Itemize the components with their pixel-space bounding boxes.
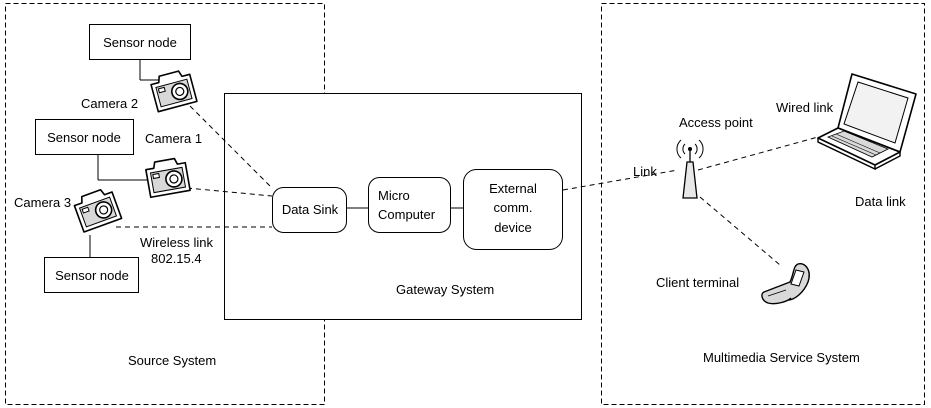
micro-computer-label: Micro (378, 188, 410, 203)
wireless-standard-label: 802.15.4 (151, 251, 202, 266)
wired-link-label: Wired link (776, 100, 834, 115)
camera-icon (144, 156, 191, 199)
camera-3-label: Camera 3 (14, 195, 71, 210)
camera-icon (148, 67, 198, 113)
ap-to-phone-link (699, 196, 781, 266)
sensor-node-label: Sensor node (103, 35, 177, 50)
external-device-label: comm. (494, 200, 533, 215)
sensor-node-box-2 (89, 24, 191, 60)
dashed-links (116, 105, 819, 266)
data-sink-label: Data Sink (282, 202, 339, 217)
multimedia-system-boundary (601, 3, 925, 405)
laptop-icon (817, 73, 917, 171)
wireless-link-label: Wireless link (140, 235, 213, 250)
sensor-node-box-1 (35, 119, 134, 155)
camera-2-label: Camera 2 (81, 96, 138, 111)
ap-to-laptop-link (697, 136, 819, 171)
external-comm-device-box (463, 169, 563, 250)
external-device-label: device (494, 220, 532, 235)
link-label: Link (633, 164, 657, 179)
solid-connectors (89, 60, 463, 258)
micro-computer-box (368, 177, 451, 233)
data-link-label: Data link (855, 194, 906, 209)
micro-computer-label: Computer (378, 207, 436, 222)
sensor-node-label: Sensor node (47, 130, 121, 145)
gateway-system-title: Gateway System (396, 282, 494, 297)
client-terminal-label: Client terminal (656, 275, 739, 290)
camera-2-link (189, 105, 273, 189)
multimedia-system-title: Multimedia Service System (703, 350, 860, 365)
mobile-phone-icon (761, 263, 810, 305)
external-device-label: External (489, 181, 537, 196)
sensor-node-label: Sensor node (55, 268, 129, 283)
access-point-label: Access point (679, 115, 753, 130)
external-to-ap-link (562, 169, 679, 191)
source-system-title: Source System (128, 353, 216, 368)
sensor-node-box-3 (44, 257, 139, 293)
data-sink-box (272, 187, 347, 233)
camera-icon (71, 185, 123, 233)
camera-1-label: Camera 1 (145, 131, 202, 146)
access-point-icon (676, 139, 704, 199)
